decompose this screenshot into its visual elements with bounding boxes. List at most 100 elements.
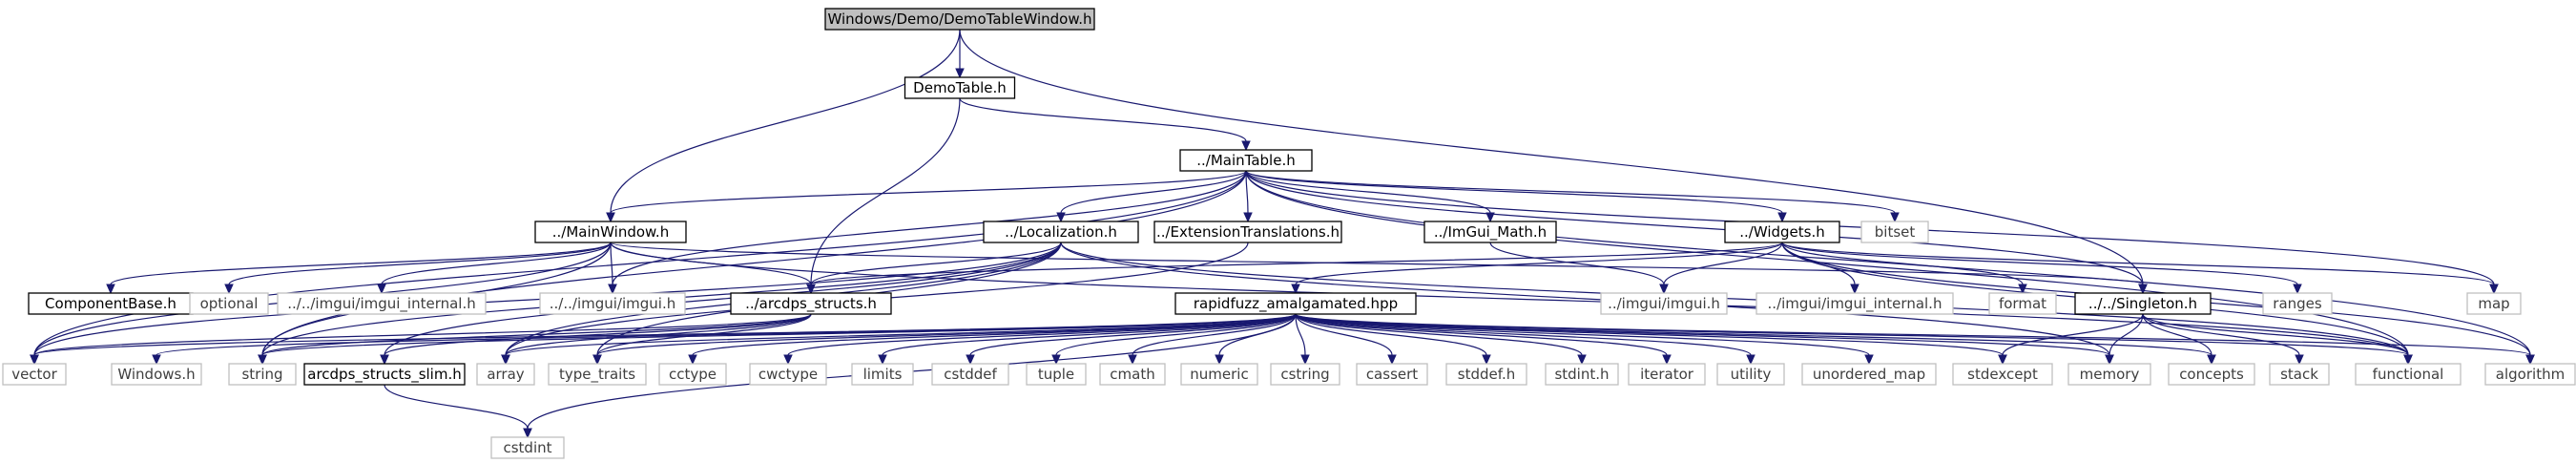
node-label: stack xyxy=(2280,366,2318,383)
edge-rapidfuzz-to-cstring xyxy=(1295,313,1310,366)
node-arcdps-slim[interactable]: arcdps_structs_slim.h xyxy=(303,363,466,386)
edge-rapidfuzz-to-stddef xyxy=(1295,313,1491,366)
node-label: ComponentBase.h xyxy=(45,295,177,312)
node-label: cassert xyxy=(1366,366,1418,383)
edge-rapidfuzz-to-cstddef xyxy=(966,313,1297,366)
node-label: functional xyxy=(2373,366,2444,383)
edge-root-to-singleton xyxy=(959,29,2148,295)
node-box xyxy=(2355,363,2462,386)
node-box xyxy=(303,363,466,386)
edge-maintable-to-imgui_mw xyxy=(608,170,1247,295)
node-box xyxy=(1724,221,1840,243)
node-label: iterator xyxy=(1640,366,1694,383)
node-imgui-internal-mw: ../../imgui/imgui_internal.h xyxy=(277,292,487,315)
node-label: utility xyxy=(1731,366,1772,383)
node-format: format xyxy=(1988,292,2057,315)
node-label: Windows.h xyxy=(117,366,195,383)
node-box xyxy=(189,292,269,315)
edge-rapidfuzz-to-utility xyxy=(1295,313,1755,366)
edge-widgets-to-arcdps_structs xyxy=(806,242,1783,295)
node-box xyxy=(2067,363,2151,386)
node-box xyxy=(851,363,914,386)
node-tuple: tuple xyxy=(1026,363,1087,386)
edge-maintable-to-bitset xyxy=(1245,170,1900,223)
edge-widgets-to-ranges xyxy=(1781,242,2302,295)
node-label: ../imgui/imgui_internal.h xyxy=(1768,295,1942,313)
node-exttrans[interactable]: ../ExtensionTranslations.h xyxy=(1153,221,1342,243)
node-stack: stack xyxy=(2269,363,2330,386)
node-cstddef: cstddef xyxy=(931,363,1009,386)
node-label: ../MainWindow.h xyxy=(552,223,669,241)
edge-mainwindow-to-singleton xyxy=(610,242,2148,295)
node-maintable[interactable]: ../MainTable.h xyxy=(1179,149,1313,172)
node-demotable[interactable]: DemoTable.h xyxy=(904,76,1016,99)
edge-mainwindow-to-imgui_internal_mw xyxy=(377,242,612,295)
edge-demotable-to-maintable xyxy=(959,97,1251,152)
node-label: cstdint xyxy=(503,439,551,456)
node-localization[interactable]: ../Localization.h xyxy=(983,221,1139,243)
edge-rapidfuzz-to-cwctype xyxy=(783,313,1297,366)
node-label: ../MainTable.h xyxy=(1196,152,1295,169)
edge-maintable-to-imguimath xyxy=(1245,170,1495,223)
node-box xyxy=(749,363,827,386)
node-label: cctype xyxy=(669,366,717,383)
node-label: ../Widgets.h xyxy=(1739,223,1825,241)
node-box xyxy=(658,363,727,386)
edge-widgets-to-rapidfuzz xyxy=(1291,242,1783,295)
node-cctype: cctype xyxy=(658,363,727,386)
edge-root-to-demotable xyxy=(955,30,965,79)
edge-rapidfuzz-to-cmath xyxy=(1128,313,1297,366)
node-box xyxy=(228,363,297,386)
node-cstring: cstring xyxy=(1270,363,1340,386)
node-label: algorithm xyxy=(2496,366,2565,383)
node-box xyxy=(1952,363,2053,386)
node-root: Windows/Demo/DemoTableWindow.h xyxy=(824,8,1095,31)
nodes-layer: Windows/Demo/DemoTableWindow.hDemoTable.… xyxy=(2,8,2576,459)
node-box xyxy=(1179,149,1313,172)
node-label: limits xyxy=(863,366,903,383)
edge-maintable-to-functional xyxy=(1245,170,2413,366)
node-rapidfuzz[interactable]: rapidfuzz_amalgamated.hpp xyxy=(1174,292,1417,315)
node-functional: functional xyxy=(2355,363,2462,386)
node-box xyxy=(1628,363,1706,386)
node-cstdint: cstdint xyxy=(490,436,565,459)
node-imguimath[interactable]: ../ImGui_Math.h xyxy=(1423,221,1557,243)
node-box xyxy=(1356,363,1428,386)
node-limits: limits xyxy=(851,363,914,386)
node-arcdps-structs[interactable]: ../arcdps_structs.h xyxy=(730,292,892,315)
edge-mainwindow-to-imgui_mw xyxy=(608,242,617,295)
node-bitset: bitset xyxy=(1860,221,1929,243)
node-box xyxy=(1153,221,1342,243)
node-box xyxy=(983,221,1139,243)
node-box xyxy=(2269,363,2330,386)
node-imgui-internal-w: ../imgui/imgui_internal.h xyxy=(1755,292,1954,315)
node-widgets[interactable]: ../Widgets.h xyxy=(1724,221,1840,243)
node-label: string xyxy=(241,366,282,383)
node-componentbase[interactable]: ComponentBase.h xyxy=(28,292,194,315)
node-box xyxy=(539,292,686,315)
node-cassert: cassert xyxy=(1356,363,1428,386)
node-label: vector xyxy=(11,366,57,383)
node-algorithm: algorithm xyxy=(2484,363,2576,386)
edge-maintable-to-exttrans xyxy=(1243,170,1253,223)
node-box xyxy=(2262,292,2333,315)
edge-singleton-to-stack xyxy=(2142,313,2304,366)
node-label: optional xyxy=(200,295,259,312)
node-singleton[interactable]: ../../Singleton.h xyxy=(2074,292,2212,315)
node-stdint: stdint.h xyxy=(1545,363,1619,386)
node-numeric: numeric xyxy=(1180,363,1258,386)
node-box xyxy=(1026,363,1087,386)
node-label: rapidfuzz_amalgamated.hpp xyxy=(1194,295,1398,313)
node-label: ../ImGui_Math.h xyxy=(1434,223,1547,242)
node-optional: optional xyxy=(189,292,269,315)
edge-arcdps_slim-to-cstdint xyxy=(384,384,532,439)
edge-singleton-to-concepts xyxy=(2142,313,2216,366)
node-cwctype: cwctype xyxy=(749,363,827,386)
edge-rapidfuzz-to-limits xyxy=(878,313,1297,366)
node-mainwindow[interactable]: ../MainWindow.h xyxy=(534,221,687,243)
edge-rapidfuzz-to-iterator xyxy=(1295,313,1672,366)
node-box xyxy=(1860,221,1929,243)
node-label: memory xyxy=(2080,366,2140,383)
node-label: cwctype xyxy=(758,366,818,383)
node-box xyxy=(1716,363,1785,386)
